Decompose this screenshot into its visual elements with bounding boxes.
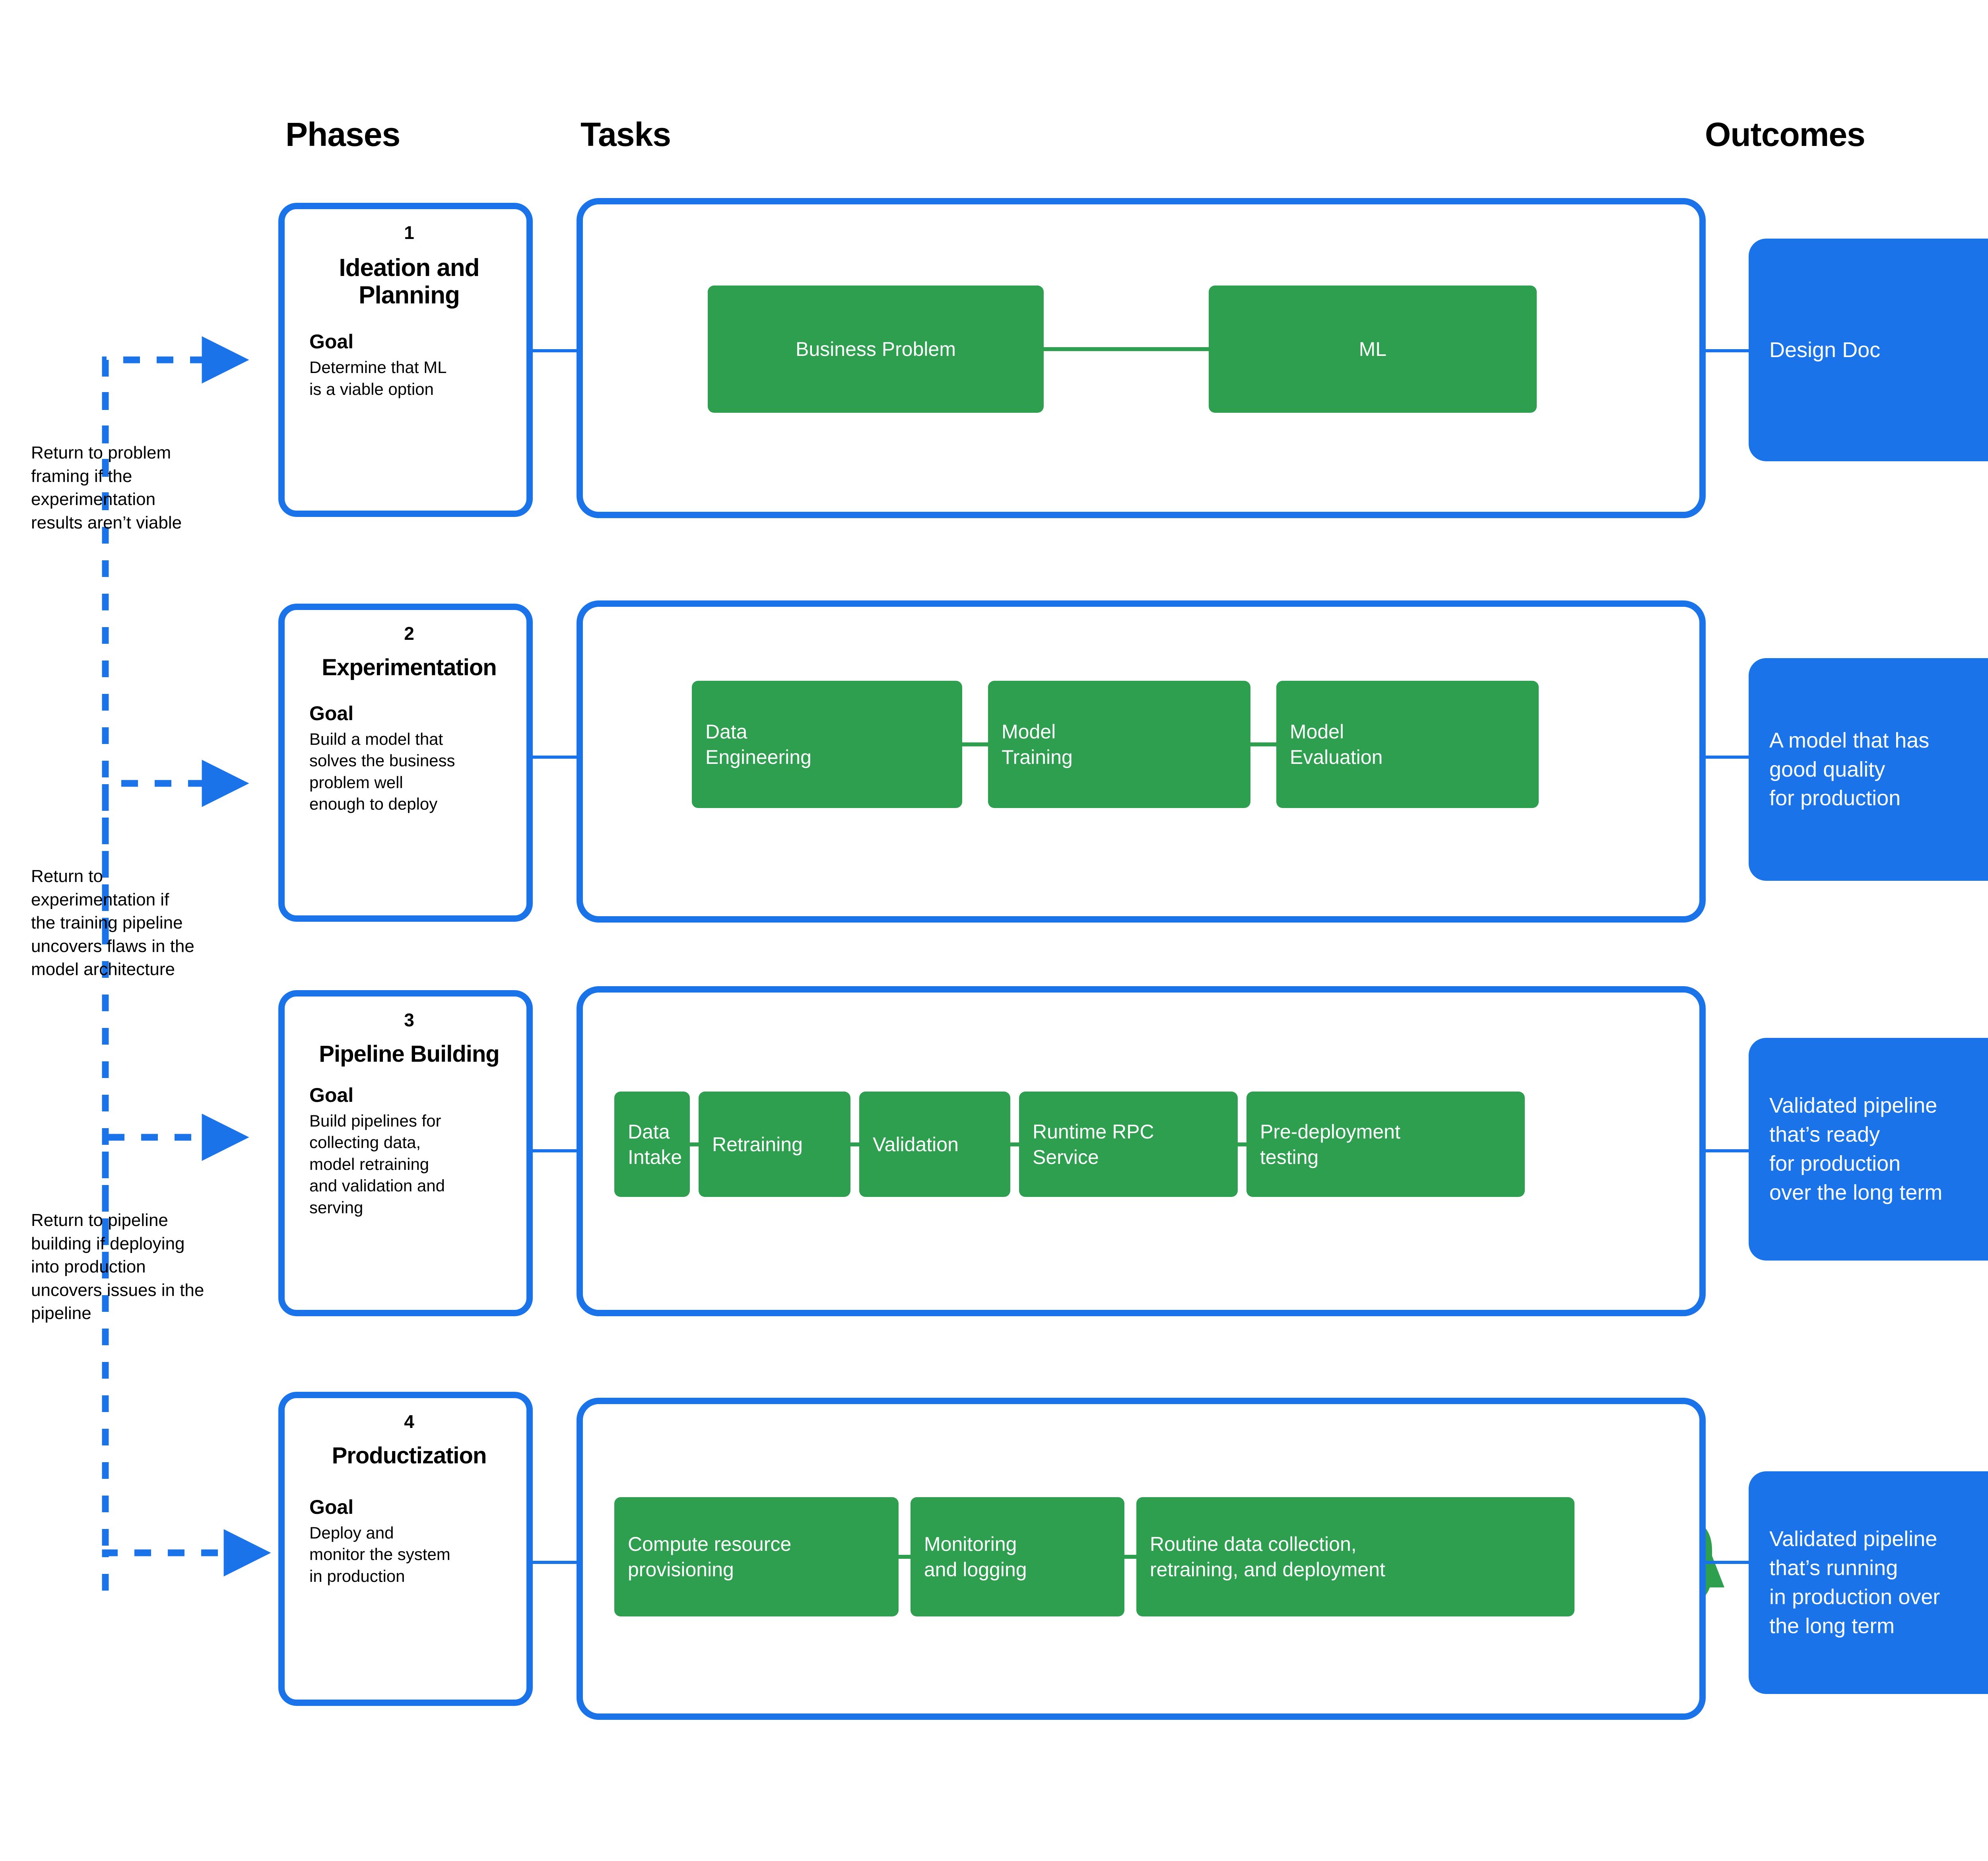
task-box[interactable]: Business Problem — [708, 286, 1044, 413]
outcome-box-1[interactable]: Design Doc — [1749, 239, 1988, 461]
return-arrow-4 — [102, 1529, 271, 1591]
phase-title: Ideation and Planning — [339, 254, 480, 309]
phase-card-4[interactable]: 4 Productization Goal Deploy and monitor… — [278, 1392, 533, 1706]
task-connector — [962, 742, 988, 746]
task-row-2: Data Engineering Model Training Model Ev… — [692, 681, 1539, 808]
connector-tasks4-outcome — [1706, 1561, 1753, 1564]
task-box[interactable]: Model Training — [988, 681, 1250, 808]
task-connector — [899, 1555, 911, 1559]
goal-label: Goal — [309, 1496, 354, 1518]
connector-phase2-tasks — [533, 756, 580, 759]
task-box[interactable]: Runtime RPC Service — [1019, 1092, 1238, 1197]
phase-card-3[interactable]: 3 Pipeline Building Goal Build pipelines… — [278, 990, 533, 1316]
task-connector — [850, 1142, 859, 1146]
phase-number: 1 — [404, 222, 414, 243]
task-box[interactable]: Pre-deployment testing — [1246, 1092, 1525, 1197]
return-note-3: Return to pipeline building if deploying… — [31, 1210, 204, 1323]
phase-card-1[interactable]: 1 Ideation and Planning Goal Determine t… — [278, 203, 533, 517]
column-header-tasks: Tasks — [580, 116, 671, 153]
task-row-1: Business Problem ML — [708, 286, 1537, 413]
column-header-outcomes: Outcomes — [1705, 116, 1866, 153]
task-box[interactable]: Routine data collection, retraining, and… — [1136, 1497, 1574, 1616]
phase-number: 3 — [404, 1010, 414, 1030]
goal-text: Build pipelines for collecting data, mod… — [309, 1111, 445, 1217]
connector-tasks2-outcome — [1706, 756, 1753, 759]
task-connector — [1250, 742, 1276, 746]
goal-label: Goal — [309, 1084, 354, 1106]
connector-tasks3-outcome — [1706, 1149, 1753, 1152]
connector-phase3-tasks — [533, 1149, 580, 1152]
task-box[interactable]: Retraining — [699, 1092, 850, 1197]
goal-label: Goal — [309, 702, 354, 725]
task-box[interactable]: Compute resource provisioning — [614, 1497, 899, 1616]
task-connector — [1124, 1555, 1136, 1559]
task-box[interactable]: Data Intake — [614, 1092, 690, 1197]
outcome-box-4[interactable]: Validated pipeline that’s running in pro… — [1749, 1471, 1988, 1694]
task-connector — [690, 1142, 699, 1146]
connector-tasks1-outcome — [1706, 349, 1753, 352]
task-box[interactable]: Model Evaluation — [1276, 681, 1539, 808]
task-box[interactable]: Validation — [859, 1092, 1010, 1197]
outcome-box-2[interactable]: A model that has good quality for produc… — [1749, 658, 1988, 881]
outcome-box-3[interactable]: Validated pipeline that’s ready for prod… — [1749, 1038, 1988, 1261]
task-box[interactable]: ML — [1209, 286, 1537, 413]
task-row-3: Data Intake Retraining Validation Runtim… — [614, 1092, 1525, 1197]
task-connector — [1238, 1142, 1246, 1146]
task-box[interactable]: Monitoring and logging — [911, 1497, 1124, 1616]
phase-title: Experimentation — [322, 654, 497, 680]
phase-title: Productization — [332, 1442, 487, 1469]
phase-card-2[interactable]: 2 Experimentation Goal Build a model tha… — [278, 604, 533, 922]
connector-phase4-tasks — [533, 1561, 580, 1564]
goal-label: Goal — [309, 330, 354, 353]
column-header-phases: Phases — [285, 116, 400, 153]
task-connector — [1044, 347, 1209, 351]
task-box[interactable]: Data Engineering — [692, 681, 962, 808]
task-connector — [1010, 1142, 1019, 1146]
goal-text: Build a model that solves the business p… — [309, 729, 455, 814]
goal-text: Deploy and monitor the system in product… — [309, 1523, 450, 1585]
phase-number: 2 — [404, 623, 414, 644]
connector-phase1-tasks — [533, 349, 580, 352]
phase-title: Pipeline Building — [319, 1041, 499, 1067]
phase-number: 4 — [404, 1411, 414, 1432]
return-note-1: Return to problem framing if the experim… — [31, 443, 182, 532]
return-note-2: Return to experimentation if the trainin… — [31, 866, 194, 979]
task-row-4: Compute resource provisioning Monitoring… — [614, 1497, 1574, 1616]
goal-text: Determine that ML is a viable option — [309, 358, 447, 399]
